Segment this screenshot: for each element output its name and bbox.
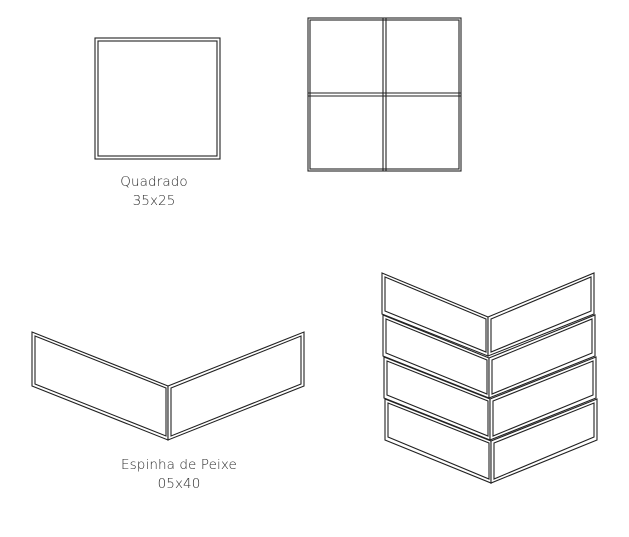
square-grid-layout [307, 17, 462, 172]
herringbone-layout-name: Espinha de Peixe [121, 457, 237, 473]
square-single-tile [94, 37, 221, 160]
herringbone-row-2 [382, 314, 596, 399]
herringbone-row-3 [383, 356, 597, 441]
herringbone-layout-size: 05x40 [157, 476, 201, 492]
herringbone-caption: Espinha de Peixe 05x40 [94, 456, 264, 494]
square-layout-size: 35x25 [132, 193, 176, 209]
herringbone-row-1 [381, 272, 595, 357]
square-caption: Quadrado 35x25 [84, 173, 224, 211]
herringbone-single-chevron [31, 331, 305, 441]
herringbone-stacked-layout [381, 272, 598, 484]
square-layout-name: Quadrado [120, 174, 188, 190]
herringbone-row-4 [384, 398, 598, 484]
